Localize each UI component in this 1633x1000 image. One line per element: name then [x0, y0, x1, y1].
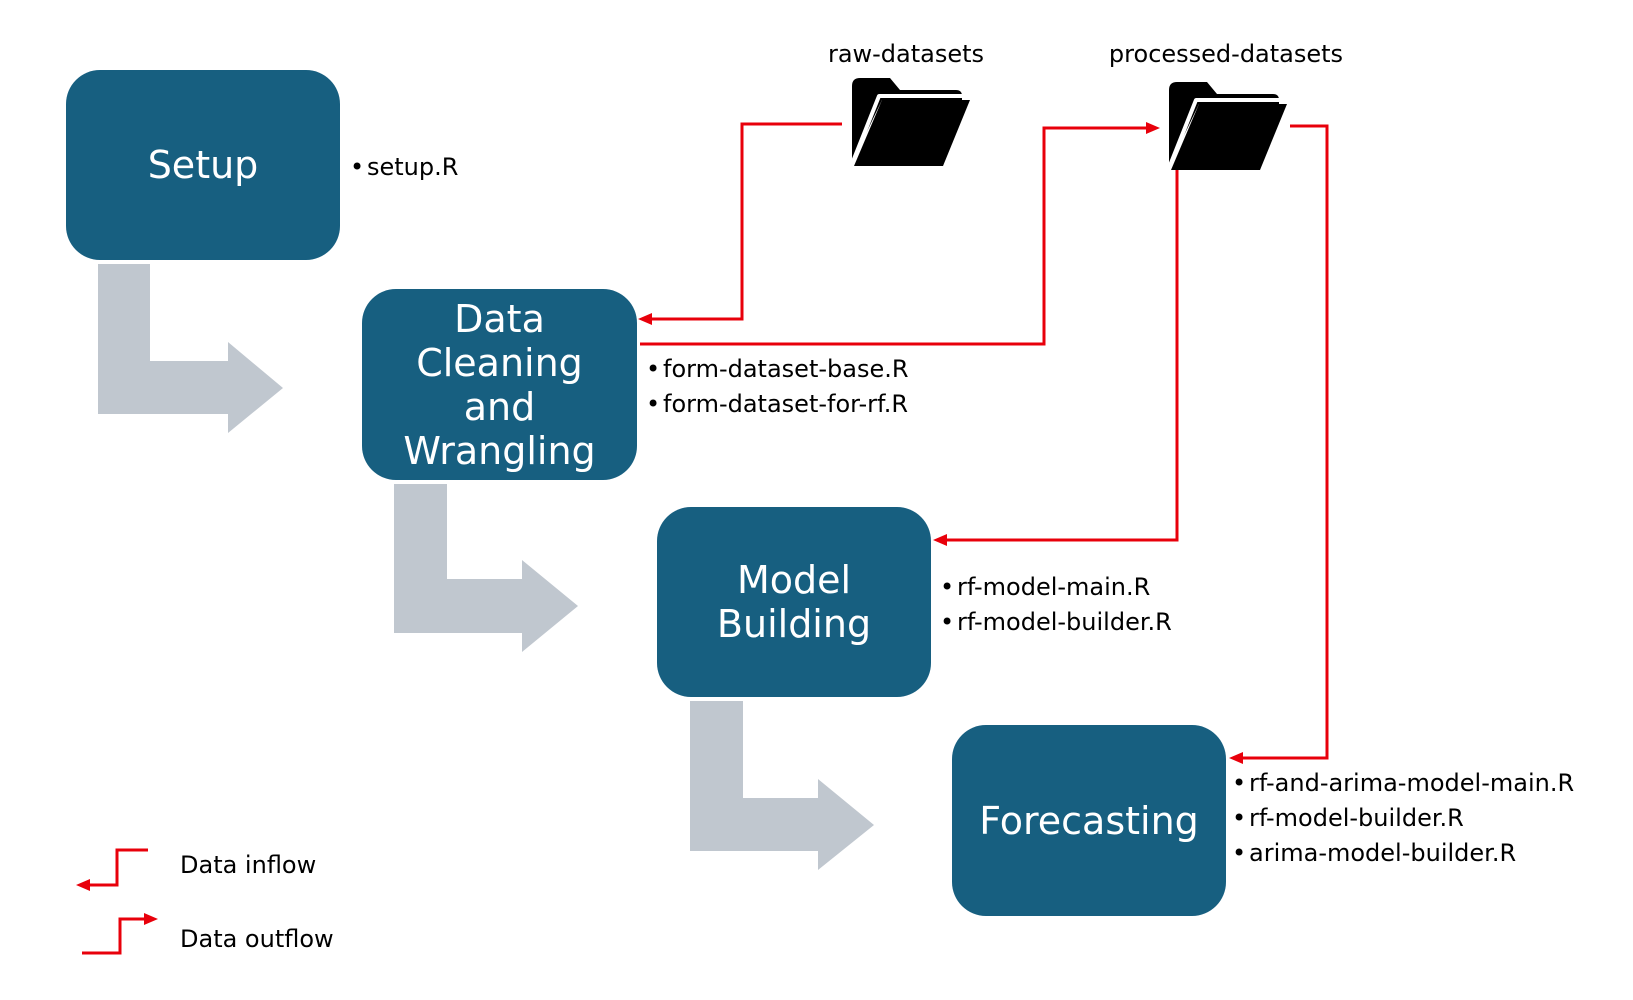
model-building-stage-box[interactable]: Model Building	[657, 507, 931, 697]
arrowhead-into-model	[933, 534, 947, 546]
cleaning-to-processed-line	[640, 126, 1148, 346]
processed-to-forecast-line	[1238, 124, 1329, 760]
setup-stage-title: Setup	[147, 143, 259, 187]
raw-to-cleaning-line	[650, 122, 842, 321]
model-building-stage-title: Model Building	[716, 558, 872, 646]
processed-to-model-line	[944, 170, 1179, 542]
file-list-item: rf-and-arima-model-main.R	[1232, 766, 1574, 801]
data-cleaning-stage-box[interactable]: Data Cleaning and Wrangling	[362, 289, 637, 480]
forecasting-stage-box[interactable]: Forecasting	[952, 725, 1226, 916]
processed-datasets-label: processed-datasets	[1108, 40, 1344, 68]
legend-inflow-arrowhead	[76, 879, 90, 891]
file-list-item: setup.R	[350, 150, 458, 185]
arrowhead-into-processed	[1146, 122, 1160, 134]
file-list-item: form-dataset-base.R	[646, 352, 909, 387]
legend-data-outflow-label: Data outflow	[180, 925, 334, 953]
legend-outflow-symbol-line	[82, 917, 147, 955]
arrowhead-into-cleaning	[638, 313, 652, 325]
setup-file-list: setup.R	[350, 150, 458, 185]
legend-outflow-arrowhead	[144, 913, 158, 925]
flow-arrow-setup-to-cleaning	[98, 264, 283, 433]
raw-datasets-folder-icon[interactable]	[850, 76, 974, 168]
legend-data-inflow-label: Data inflow	[180, 851, 317, 879]
flow-arrow-model-to-forecast	[690, 701, 874, 870]
data-cleaning-stage-title: Data Cleaning and Wrangling	[403, 296, 596, 473]
forecasting-file-list: rf-and-arima-model-main.R rf-model-build…	[1232, 766, 1574, 871]
file-list-item: arima-model-builder.R	[1232, 836, 1574, 871]
flow-arrow-cleaning-to-model	[394, 484, 578, 652]
file-list-item: form-dataset-for-rf.R	[646, 387, 909, 422]
model-building-file-list: rf-model-main.R rf-model-builder.R	[940, 570, 1172, 640]
file-list-item: rf-model-main.R	[940, 570, 1172, 605]
data-cleaning-file-list: form-dataset-base.R form-dataset-for-rf.…	[646, 352, 909, 422]
file-list-item: rf-model-builder.R	[940, 605, 1172, 640]
legend-inflow-symbol-line	[87, 848, 148, 887]
raw-datasets-label: raw-datasets	[827, 40, 985, 68]
file-list-item: rf-model-builder.R	[1232, 801, 1574, 836]
forecasting-stage-title: Forecasting	[979, 798, 1199, 843]
arrowhead-into-forecast	[1229, 752, 1243, 764]
setup-stage-box[interactable]: Setup	[66, 70, 340, 260]
processed-datasets-folder-icon[interactable]	[1167, 80, 1291, 172]
